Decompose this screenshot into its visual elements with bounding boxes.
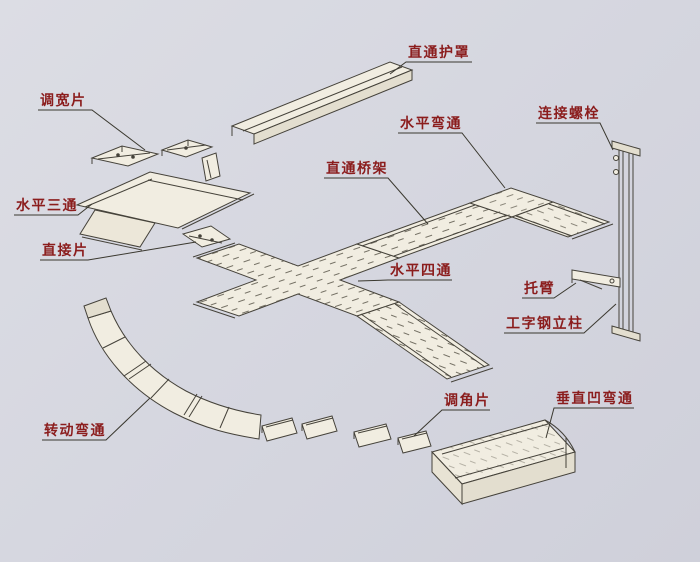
part-rotating-bend: [83, 297, 262, 440]
label-direct-piece: 直接片: [42, 243, 89, 259]
part-descending-tray: [355, 301, 494, 383]
part-horizontal-bend: [468, 187, 614, 240]
part-straight-cover: [230, 61, 414, 145]
label-bracket-arm: 托臂: [524, 281, 555, 297]
label-straight-tray: 直通桥架: [326, 161, 388, 177]
bolt-icon: [613, 169, 619, 175]
label-connecting-bolt: 连接螺栓: [538, 106, 600, 122]
label-width-adjust-piece: 调宽片: [40, 93, 87, 109]
label-angle-adjust-piece: 调角片: [444, 393, 491, 409]
label-i-beam-column: 工字钢立柱: [506, 316, 584, 332]
part-i-beam-column: [611, 140, 641, 342]
label-rotating-bend: 转动弯通: [44, 423, 106, 439]
part-straight-tray: [355, 202, 514, 259]
label-vertical-concave-bend: 垂直凹弯通: [556, 391, 634, 407]
callout-leader-lines: [14, 61, 634, 441]
part-width-adjust-pieces: [90, 139, 221, 182]
label-horizontal-cross: 水平四通: [390, 263, 452, 279]
label-horizontal-tee: 水平三通: [16, 198, 78, 214]
part-horizontal-tee: [75, 171, 255, 251]
part-bracket-arm: [571, 269, 621, 290]
label-straight-cover: 直通护罩: [408, 45, 470, 61]
part-direct-piece: [181, 225, 232, 248]
label-horizontal-bend: 水平弯通: [400, 116, 462, 132]
part-angle-adjust-pieces: [261, 415, 432, 454]
part-vertical-concave-bend: [431, 419, 576, 506]
bolt-icon: [613, 155, 619, 161]
bolt-icon: [609, 278, 615, 284]
